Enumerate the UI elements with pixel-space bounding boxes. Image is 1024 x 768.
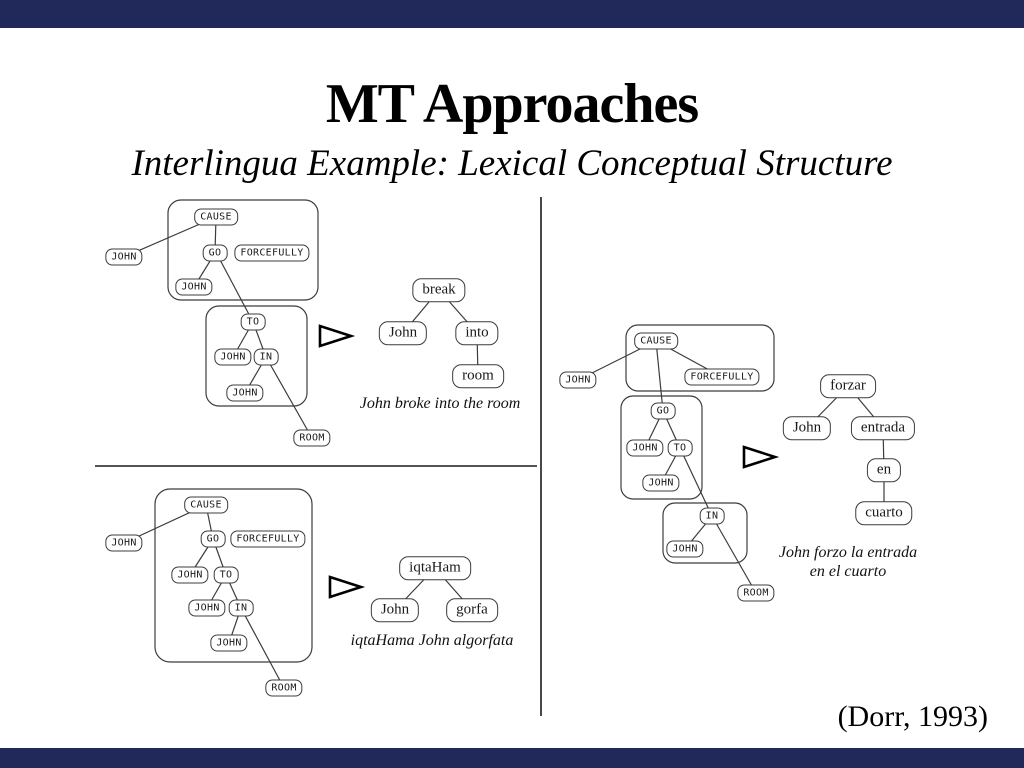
lcs-group-box bbox=[154, 488, 313, 663]
example-caption-spanish: John forzo la entrada en el cuarto bbox=[779, 543, 917, 581]
word-node-john: John bbox=[782, 416, 832, 440]
lcs-node-in: IN bbox=[228, 599, 254, 617]
lcs-node-room: ROOM bbox=[265, 679, 303, 697]
example-caption-english: John broke into the room bbox=[359, 395, 521, 412]
word-node-room: room bbox=[452, 364, 504, 388]
lcs-node-john: JOHN bbox=[214, 348, 252, 366]
lcs-node-john: JOHN bbox=[226, 384, 264, 402]
lcs-group-box bbox=[205, 305, 308, 407]
lcs-node-to: TO bbox=[240, 313, 266, 331]
lcs-node-john: JOHN bbox=[188, 599, 226, 617]
lcs-node-john: JOHN bbox=[210, 634, 248, 652]
word-node-gorfa: gorfa bbox=[446, 598, 498, 622]
word-node-cuarto: cuarto bbox=[855, 501, 913, 525]
page-subtitle: Interlingua Example: Lexical Conceptual … bbox=[131, 143, 893, 184]
word-node-into: into bbox=[455, 321, 499, 345]
lcs-node-john: JOHN bbox=[175, 278, 213, 296]
lcs-node-room: ROOM bbox=[737, 584, 775, 602]
mapping-arrow-icon bbox=[742, 445, 780, 469]
mapping-arrow-icon bbox=[318, 324, 356, 348]
word-node-john: John bbox=[370, 598, 420, 622]
lcs-node-john: JOHN bbox=[559, 371, 597, 389]
lcs-node-in: IN bbox=[253, 348, 279, 366]
word-node-john: John bbox=[378, 321, 428, 345]
example-caption-arabic: iqtaHama John algorfata bbox=[350, 632, 514, 649]
lcs-node-to: TO bbox=[667, 439, 693, 457]
word-node-entrada: entrada bbox=[850, 416, 916, 440]
lcs-node-go: GO bbox=[650, 402, 676, 420]
lcs-node-john: JOHN bbox=[105, 248, 143, 266]
mapping-arrow-icon bbox=[328, 575, 366, 599]
lcs-node-john: JOHN bbox=[626, 439, 664, 457]
lcs-node-room: ROOM bbox=[293, 429, 331, 447]
slide-bottom-border bbox=[0, 748, 1024, 768]
lcs-group-box bbox=[625, 324, 775, 392]
lcs-node-john: JOHN bbox=[642, 474, 680, 492]
lcs-group-box bbox=[167, 199, 319, 301]
lcs-node-go: GO bbox=[202, 244, 228, 262]
lcs-node-john: JOHN bbox=[105, 534, 143, 552]
lcs-node-in: IN bbox=[699, 507, 725, 525]
word-node-en: en bbox=[866, 458, 902, 482]
slide-top-border bbox=[0, 0, 1024, 28]
lcs-group-box bbox=[662, 502, 748, 564]
lcs-node-to: TO bbox=[213, 566, 239, 584]
page-title: MT Approaches bbox=[325, 73, 699, 135]
lcs-node-forcefully: FORCEFULLY bbox=[230, 530, 306, 548]
lcs-node-forcefully: FORCEFULLY bbox=[234, 244, 310, 262]
word-node-iqtaham: iqtaHam bbox=[399, 556, 471, 580]
lcs-node-cause: CAUSE bbox=[634, 332, 678, 350]
lcs-node-cause: CAUSE bbox=[184, 496, 228, 514]
citation: (Dorr, 1993) bbox=[837, 700, 988, 733]
lcs-node-go: GO bbox=[200, 530, 226, 548]
caption-line-1: John forzo la entrada bbox=[778, 543, 918, 561]
word-node-forzar: forzar bbox=[820, 374, 876, 398]
lcs-node-forcefully: FORCEFULLY bbox=[684, 368, 760, 386]
lcs-node-john: JOHN bbox=[666, 540, 704, 558]
caption-line-2: en el cuarto bbox=[809, 563, 887, 580]
lcs-node-cause: CAUSE bbox=[194, 208, 238, 226]
lcs-node-john: JOHN bbox=[171, 566, 209, 584]
word-node-break: break bbox=[412, 278, 466, 302]
